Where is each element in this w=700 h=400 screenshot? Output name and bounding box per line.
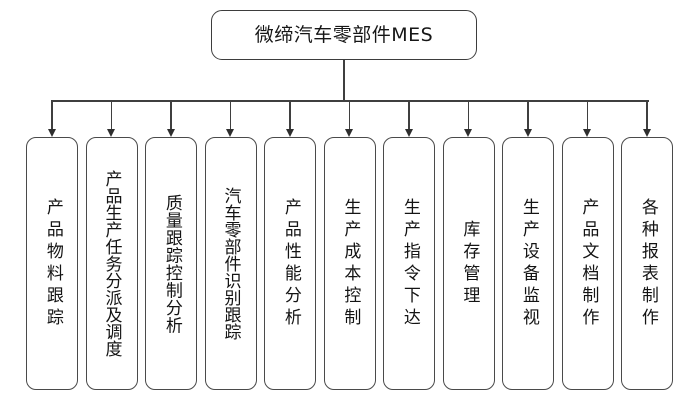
horizontal-bus-connector (51, 100, 649, 102)
root-node[interactable]: 微缔汽车零部件MES (211, 10, 477, 60)
leaf-node-label-1: 产品物料跟踪 (42, 197, 63, 330)
root-stem-connector (343, 60, 345, 101)
drop-connector-1 (51, 101, 53, 131)
leaf-node-label-5: 产品性能分析 (280, 197, 301, 330)
leaf-node-9[interactable]: 生产设备监视 (502, 137, 554, 390)
drop-connector-6 (348, 101, 351, 131)
leaf-node-label-7: 生产指令下达 (399, 197, 420, 330)
leaf-node-2[interactable]: 产品生产任务分派及调度 (85, 137, 138, 390)
drop-connector-3 (170, 101, 172, 131)
leaf-node-label-4: 汽车零部件识别跟踪 (220, 187, 241, 340)
leaf-node-6[interactable]: 生产成本控制 (323, 137, 376, 390)
arrow-head-icon-10 (583, 129, 592, 137)
leaf-node-label-10: 产品文档制作 (578, 197, 599, 330)
drop-connector-9 (527, 101, 529, 131)
leaf-node-label-11: 各种报表制作 (637, 197, 658, 330)
arrow-head-icon-5 (285, 129, 294, 137)
drop-connector-2 (110, 101, 113, 131)
leaf-node-5[interactable]: 产品性能分析 (264, 137, 316, 390)
leaf-node-label-2: 产品生产任务分派及调度 (101, 170, 122, 357)
leaf-node-1[interactable]: 产品物料跟踪 (26, 137, 78, 390)
leaf-node-label-6: 生产成本控制 (340, 197, 361, 330)
drop-connector-10 (586, 101, 589, 131)
arrow-head-icon-7 (404, 129, 413, 137)
leaf-node-label-9: 生产设备监视 (518, 197, 539, 330)
leaf-node-label-3: 质量跟踪控制分析 (161, 193, 182, 334)
leaf-node-3[interactable]: 质量跟踪控制分析 (145, 137, 197, 390)
arrow-head-icon-1 (47, 129, 56, 137)
leaf-node-10[interactable]: 产品文档制作 (561, 137, 614, 390)
drop-connector-8 (467, 101, 470, 131)
arrow-head-icon-6 (345, 129, 354, 137)
arrow-head-icon-3 (166, 129, 175, 137)
arrow-head-icon-9 (523, 129, 532, 137)
arrow-head-icon-8 (464, 129, 473, 137)
root-node-label: 微缔汽车零部件MES (254, 23, 434, 46)
arrow-head-icon-11 (642, 129, 651, 137)
drop-connector-7 (408, 101, 410, 131)
leaf-node-7[interactable]: 生产指令下达 (383, 137, 435, 390)
leaf-node-label-8: 库存管理 (459, 219, 480, 308)
leaf-node-4[interactable]: 汽车零部件识别跟踪 (204, 137, 257, 390)
leaf-node-11[interactable]: 各种报表制作 (621, 137, 673, 390)
leaf-node-8[interactable]: 库存管理 (442, 137, 495, 390)
arrow-head-icon-4 (226, 129, 235, 137)
drop-connector-11 (646, 101, 648, 131)
drop-connector-5 (289, 101, 291, 131)
arrow-head-icon-2 (107, 129, 116, 137)
drop-connector-4 (229, 101, 232, 131)
